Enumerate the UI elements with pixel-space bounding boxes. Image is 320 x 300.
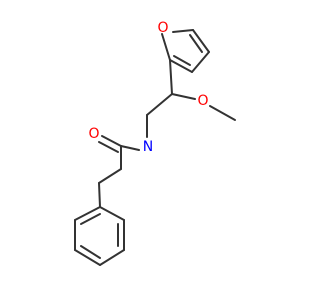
furan-ring: [161, 29, 210, 73]
bond-ph4-ph5-double: [80, 245, 101, 259]
bond-ph4-ph5: [74, 249, 101, 266]
bond-furan-ch: [169, 59, 173, 95]
bond-o-methyl: [209, 105, 236, 121]
bond-ph6-ph1: [74, 206, 101, 221]
bond-carbonyl-o: [101, 135, 122, 147]
bond-ch2-ch2: [98, 168, 122, 184]
bond-ch2-phenyl: [98, 182, 101, 208]
bond-c5-o1: [172, 29, 194, 33]
bond-c2-c3: [169, 59, 193, 73]
atom-label-furan-oxygen: O: [157, 20, 168, 36]
bond-c4-c5-double: [189, 34, 203, 53]
atom-label-carbonyl-oxygen: O: [88, 126, 99, 142]
bond-n-carbonyl: [120, 145, 140, 151]
bond-c2-c3-double: [173, 55, 191, 66]
bond-c4-c5: [192, 29, 210, 53]
atom-label-amide-nitrogen: N: [143, 139, 153, 155]
bond-c2-o1: [161, 33, 171, 61]
chemical-structure: O O O N: [74, 20, 236, 266]
bond-carbonyl-o-double: [98, 141, 119, 153]
atom-label-ether-oxygen: O: [197, 93, 208, 109]
bond-ph3-ph4: [99, 249, 125, 266]
propyl-linker: [98, 168, 122, 208]
bond-ch-ch2: [146, 93, 173, 116]
amide-group: [98, 135, 140, 170]
bond-ph1-ph2: [99, 206, 125, 221]
molecule-canvas: O O O N: [74, 20, 236, 266]
bond-ph6-ph1-double: [80, 213, 101, 225]
bond-c3-c4: [191, 51, 210, 73]
ethyl-methoxy-chain: [146, 59, 236, 138]
phenyl-ring: [74, 206, 125, 266]
bond-ch-o: [171, 93, 196, 100]
